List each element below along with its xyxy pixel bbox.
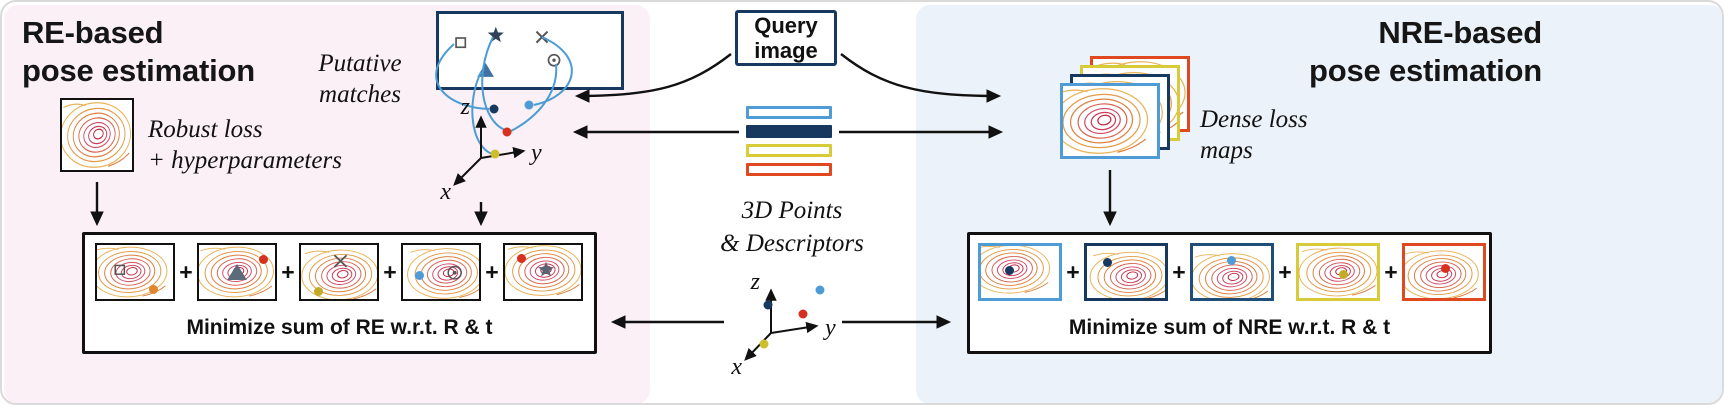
point-dot [149,285,158,294]
re-title: RE-based pose estimation [22,14,255,90]
circle-marker-icon [547,53,561,67]
loss-contour-map [405,246,479,299]
loss-contour-map [981,246,1052,296]
point-dot [1103,258,1112,267]
x-marker-icon [535,30,549,44]
center-axes-labels: z y x [730,269,836,380]
nre-term-thumbnail [1084,243,1168,301]
points-label-line2: & Descriptors [720,230,864,257]
putative-matches-box [436,11,624,90]
putative-label-line2: matches [319,81,401,108]
loss-contour-map [1299,246,1377,298]
plus-sign: + [1066,259,1080,285]
plus-sign: + [485,259,499,285]
point-dot [763,300,773,310]
center-3d-axes [744,288,819,361]
loss-contour-map [1088,250,1165,298]
query-image-box: Query image [735,10,837,66]
descriptor-bar [746,144,832,157]
re-title-line2: pose estimation [22,53,255,88]
robust-loss-contour [62,100,132,170]
plus-sign: + [1172,259,1186,285]
point-dot [1339,270,1348,279]
loss-contour-map [505,245,581,298]
center-3d-points [759,285,825,349]
nre-term-thumbnail [1402,243,1486,301]
point-dot [1227,256,1236,265]
re-term-thumbnail [401,243,481,301]
dense-loss-label: Dense loss maps [1200,104,1308,166]
putative-label-line1: Putative [318,50,402,77]
point-dot [1005,266,1014,275]
descriptor-bar [746,106,832,119]
square-marker-icon [114,264,126,275]
circle-marker-icon [447,265,462,280]
points-label-line1: 3D Points [741,197,843,224]
robust-label-line2: + hyperparameters [148,147,342,174]
loss-contour-map [97,245,169,299]
square-marker-icon [455,37,467,49]
point-dot [1441,264,1450,273]
descriptor-bar [746,163,832,176]
re-sum-caption: Minimize sum of RE w.r.t. R & t [186,316,493,339]
robust-loss-box [60,98,134,172]
nre-title-line2: pose estimation [1309,53,1542,88]
point-dot [259,255,268,264]
point-dot [759,339,769,349]
loss-contour-map [301,247,377,299]
axis-label-z: z [750,269,761,295]
putative-matches-label: Putative matches [298,48,422,110]
robust-label-line1: Robust loss [148,116,263,143]
re-term-thumbnail [299,243,379,301]
dense-label-line2: maps [1200,137,1253,164]
star-marker-icon [537,261,555,277]
loss-contour-map [1193,251,1271,298]
plus-sign: + [383,259,397,285]
descriptor-bar [746,125,832,138]
loss-contour-map [199,245,275,299]
nre-title-line1: NRE-based [1378,15,1542,50]
dense-map-layer [1060,83,1160,159]
axis-label-x: x [730,354,742,380]
point-dot [314,287,323,296]
plus-sign: + [1384,259,1398,285]
dense-label-line1: Dense loss [1200,106,1308,133]
re-term-thumbnail [197,243,277,301]
nre-title: NRE-based pose estimation [1309,14,1542,90]
query-label-line2: image [754,38,818,63]
re-term-thumbnail [95,243,175,301]
point-dot [815,285,825,295]
query-label-line1: Query [754,13,818,38]
star-marker-icon [487,26,504,43]
nre-term-thumbnail [1296,243,1380,301]
plus-sign: + [1278,259,1292,285]
nre-term-thumbnail [1190,243,1274,301]
point-dot [415,271,424,280]
re-term-thumbnail [503,243,583,301]
nre-term-thumbnail [978,243,1062,301]
plus-sign: + [281,259,295,285]
keypoint-markers [455,26,561,77]
axis-label-y: y [823,315,836,341]
point-dot [798,309,808,319]
triangle-marker-icon [227,263,247,281]
x-marker-icon [333,254,348,268]
axis-y [770,321,819,334]
point-dot [517,254,526,263]
axis-x [744,332,772,361]
plus-sign: + [179,259,193,285]
points-descriptors-label: 3D Points & Descriptors [697,194,887,260]
nre-sum-caption: Minimize sum of NRE w.r.t. R & t [1068,316,1391,339]
triangle-marker-icon [477,62,494,77]
robust-loss-label: Robust loss + hyperparameters [148,114,342,176]
re-title-line1: RE-based [22,15,164,50]
loss-contour-map [1063,86,1150,156]
